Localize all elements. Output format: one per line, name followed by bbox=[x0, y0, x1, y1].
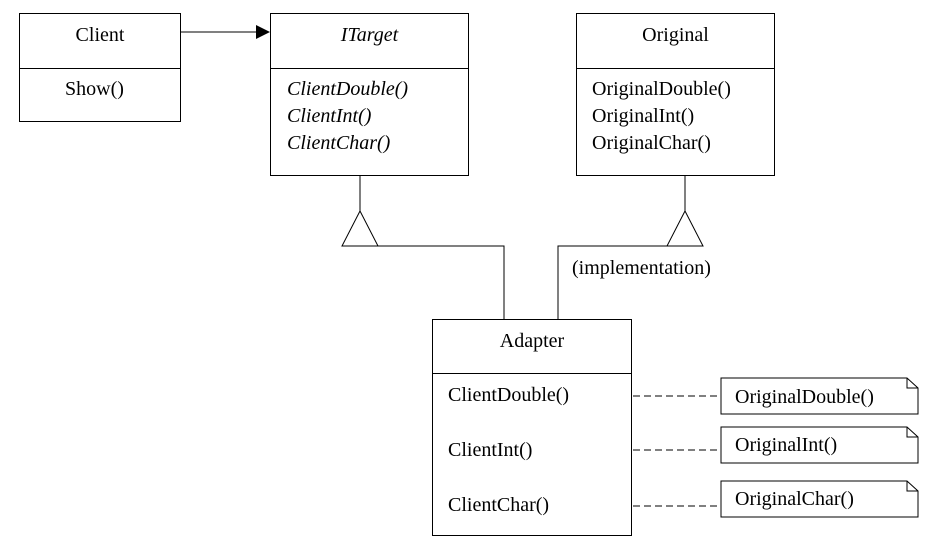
itarget-inheritance-triangle bbox=[341, 209, 379, 247]
class-itarget-method: ClientInt() bbox=[287, 105, 372, 127]
class-original-method: OriginalInt() bbox=[592, 105, 695, 127]
note-fold-int bbox=[906, 427, 918, 438]
class-adapter: Adapter ClientDouble() ClientInt() Clien… bbox=[432, 319, 632, 536]
class-original-name: Original bbox=[642, 24, 709, 46]
class-adapter-name: Adapter bbox=[499, 330, 565, 352]
note-fold-double bbox=[906, 378, 918, 389]
class-original-divider bbox=[577, 68, 774, 69]
class-client-name: Client bbox=[75, 24, 125, 46]
class-original-method: OriginalDouble() bbox=[592, 78, 731, 100]
class-client-divider bbox=[20, 68, 180, 69]
class-client: Client Show() bbox=[19, 13, 181, 122]
class-adapter-method: ClientDouble() bbox=[448, 384, 570, 406]
class-itarget-method: ClientChar() bbox=[287, 132, 391, 154]
class-itarget-method: ClientDouble() bbox=[287, 78, 409, 100]
note-original-char: OriginalChar() bbox=[735, 487, 854, 511]
association-arrowhead bbox=[256, 25, 270, 39]
original-inheritance-connector bbox=[557, 245, 667, 320]
class-adapter-divider bbox=[433, 373, 631, 374]
class-original-method: OriginalChar() bbox=[592, 132, 711, 154]
original-inheritance-triangle bbox=[666, 209, 704, 247]
note-original-double: OriginalDouble() bbox=[735, 385, 874, 409]
class-itarget-divider bbox=[271, 68, 468, 69]
class-original: Original OriginalDouble() OriginalInt() … bbox=[576, 13, 775, 176]
itarget-inheritance-connector bbox=[378, 245, 505, 320]
class-adapter-method: ClientInt() bbox=[448, 439, 533, 461]
class-client-method: Show() bbox=[65, 78, 124, 100]
note-original-int: OriginalInt() bbox=[735, 433, 838, 457]
class-adapter-method: ClientChar() bbox=[448, 494, 550, 516]
class-itarget: ITarget ClientDouble() ClientInt() Clien… bbox=[270, 13, 469, 176]
note-fold-char bbox=[906, 481, 918, 492]
implementation-label: (implementation) bbox=[572, 257, 711, 279]
class-itarget-name: ITarget bbox=[340, 24, 399, 46]
